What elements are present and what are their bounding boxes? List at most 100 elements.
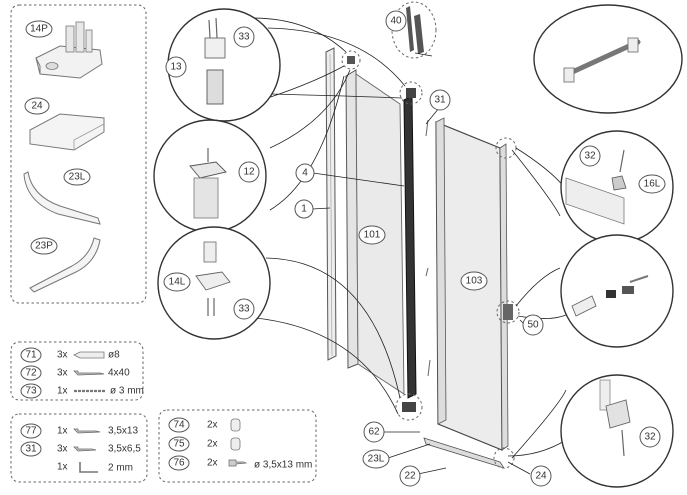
shower-assembly [325,1,520,469]
svg-text:ø 3,5x13 mm: ø 3,5x13 mm [254,460,312,471]
wall-plug-icon [73,351,105,359]
svg-text:24: 24 [535,471,547,482]
svg-text:31: 31 [25,444,37,455]
svg-text:101: 101 [364,230,381,241]
svg-text:74: 74 [173,420,185,431]
center-profile-4 [403,95,417,399]
screw-icon [73,370,105,376]
part-24-illustration [29,113,105,151]
part-14p-label: 14P [25,20,53,38]
kit-box-3: 74 2x 75 2x 76 2x ø 3,5x13 mm [158,409,317,483]
callout-50: 50 [522,314,544,336]
end-cap-part [347,56,355,64]
callout-32: 32 [579,145,601,167]
callout-33: 33 [233,26,255,48]
svg-text:71: 71 [25,350,37,361]
svg-text:13: 13 [170,62,182,73]
kit-row: 74 2x [168,417,241,433]
detail-marker [399,81,423,105]
svg-text:1: 1 [301,204,307,215]
svg-text:77: 77 [25,426,37,437]
svg-text:23P: 23P [35,241,53,252]
svg-text:4: 4 [302,168,308,179]
svg-text:22: 22 [404,471,416,482]
detail-bubble-32 [560,374,674,488]
callout-4: 4 [295,163,315,183]
part-23l-label: 23L [63,168,91,186]
svg-text:ø8: ø8 [108,350,120,361]
svg-text:23L: 23L [368,454,385,465]
part-23l-illustration [23,171,101,225]
kit-row: 31 3x 3,5x6,5 [20,441,141,457]
svg-text:16L: 16L [644,179,661,190]
callout-32: 32 [639,426,661,448]
svg-text:62: 62 [368,427,380,438]
svg-text:3,5x6,5: 3,5x6,5 [108,444,141,455]
svg-text:4x40: 4x40 [108,368,130,379]
svg-text:103: 103 [466,276,483,287]
svg-text:3x: 3x [57,350,68,361]
svg-text:75: 75 [173,439,185,450]
svg-text:2x: 2x [207,458,218,469]
part-23p-label: 23P [30,237,58,255]
kit-row: 71 3x ø8 [20,347,120,363]
parts-panel: 14P 24 23L 23P [10,4,147,304]
detail-bubble-50 [560,234,674,348]
parts-panel-frame [10,4,147,304]
callout-12: 12 [238,161,260,183]
svg-text:33: 33 [238,304,250,315]
seal-31 [425,119,431,377]
part-24-label: 24 [24,97,50,115]
callout-40: 40 [385,10,407,32]
callout-33: 33 [233,298,255,320]
detail-marker [395,393,423,421]
svg-text:24: 24 [31,101,43,112]
callout-22: 22 [399,465,421,487]
callout-16l: 16L [638,174,666,194]
part-40-illustration [406,6,424,54]
callout-1: 1 [294,199,314,219]
svg-text:1x: 1x [57,462,68,473]
end-cap-part [406,88,416,98]
callout-101: 101 [358,225,386,245]
kit-box-2: 77 1x 3,5x13 31 3x 3,5x6,5 1x 2 mm [10,413,148,483]
screw-icon [228,459,248,467]
end-cap-part [402,402,416,412]
screw-icon [73,428,101,434]
detail-bubble-part-40 [533,4,683,114]
svg-text:2x: 2x [207,439,218,450]
part-23p-illustration [29,237,101,293]
svg-text:1x: 1x [57,386,68,397]
svg-text:3,5x13: 3,5x13 [108,426,138,437]
svg-text:3x: 3x [57,444,68,455]
svg-text:40: 40 [390,16,402,27]
callout-14l: 14L [163,272,191,292]
callout-24: 24 [530,465,552,487]
kit-row: 73 1x ø 3 mm [20,383,144,399]
svg-text:32: 32 [584,151,596,162]
handle-part [503,304,513,320]
detail-bubble-12 [153,119,267,233]
kit-row: 76 2x ø 3,5x13 mm [168,455,312,471]
detail-marker [496,300,520,324]
hex-key-icon [79,462,98,473]
detail-marker [391,1,437,59]
svg-text:2 mm: 2 mm [108,463,133,474]
detail-marker [493,447,515,469]
callout-23l: 23L [362,449,390,469]
svg-text:23L: 23L [69,172,86,183]
svg-text:14L: 14L [169,277,186,288]
kit-row: 77 1x 3,5x13 [20,423,138,439]
svg-text:73: 73 [25,386,37,397]
callout-31: 31 [429,89,451,111]
svg-text:31: 31 [434,95,446,106]
callout-13: 13 [165,56,187,78]
part-14p-illustration [35,21,103,79]
wall-profile-1 [325,47,337,361]
svg-text:1x: 1x [57,426,68,437]
svg-text:12: 12 [243,167,255,178]
svg-text:32: 32 [644,432,656,443]
svg-text:33: 33 [238,32,250,43]
svg-text:14P: 14P [30,24,48,35]
